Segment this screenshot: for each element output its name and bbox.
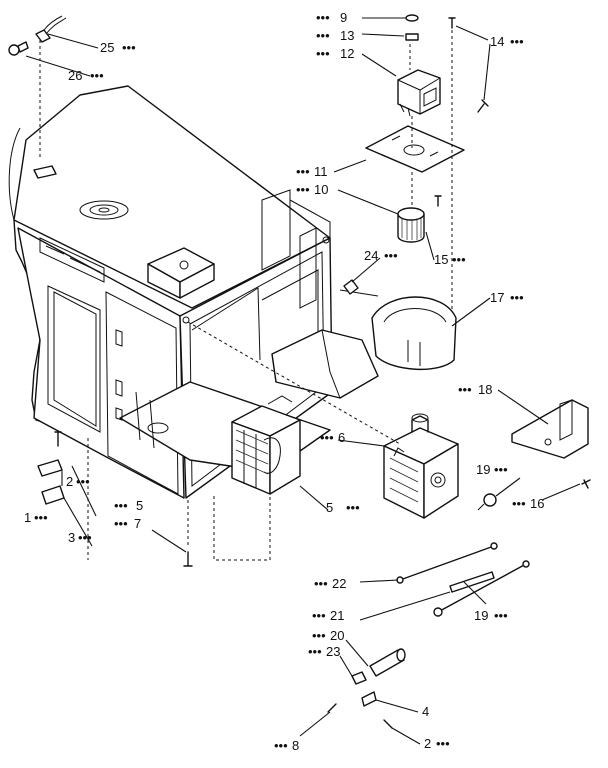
callout-25: 25 [100, 40, 114, 55]
callout-4: 4 [422, 704, 429, 719]
callout-22: 19 [476, 462, 490, 477]
svg-text:•••: ••• [308, 644, 322, 659]
callout-21: 18 [478, 382, 492, 397]
washer-and-nut [405, 14, 419, 41]
mounting-screws [434, 17, 489, 207]
svg-text:•••: ••• [512, 496, 526, 511]
callout-18: 14 [490, 34, 504, 49]
callout-19-top: 15 [434, 252, 448, 267]
motor-bracket [365, 125, 465, 173]
callout-13: 9 [340, 10, 347, 25]
callout-3: 3 [68, 530, 75, 545]
svg-text:•••: ••• [346, 500, 360, 515]
mounting-bracket [511, 399, 589, 459]
svg-text:•••: ••• [452, 252, 466, 267]
svg-text:•••: ••• [312, 608, 326, 623]
callout-labels: 9 13 12 14 25 26 11 10 15 24 17 18 6 19 … [24, 10, 544, 753]
svg-text:•••: ••• [34, 510, 48, 525]
svg-text:•••: ••• [384, 248, 398, 263]
callout-6: 23 [326, 644, 340, 659]
callout-26: 26 [68, 68, 82, 83]
callout-19-right: 16 [530, 496, 544, 511]
svg-text:•••: ••• [90, 68, 104, 83]
callout-23: 19 [474, 608, 488, 623]
svg-text:•••: ••• [76, 474, 90, 489]
capacitor-assembly [327, 648, 406, 729]
svg-text:•••: ••• [78, 530, 92, 545]
svg-text:•••: ••• [274, 738, 288, 753]
svg-text:•••: ••• [122, 40, 136, 55]
screw-right [581, 479, 591, 489]
thermal-cutout [37, 431, 65, 505]
callout-11: 5 [136, 498, 143, 513]
magnetron [383, 413, 459, 519]
callout-20: 17 [490, 290, 504, 305]
callout-5-left: 7 [134, 516, 141, 531]
callout-7: 20 [330, 628, 344, 643]
thermistor [477, 493, 497, 511]
callout-10: 5 [326, 500, 333, 515]
svg-text:•••: ••• [114, 516, 128, 531]
svg-text:•••: ••• [316, 28, 330, 43]
svg-text:•••: ••• [458, 382, 472, 397]
callout-dots: ••• ••• ••• ••• ••• ••• ••• ••• ••• ••• … [34, 10, 526, 753]
svg-text:•••: ••• [494, 608, 508, 623]
svg-text:•••: ••• [494, 462, 508, 477]
svg-text:•••: ••• [296, 182, 310, 197]
air-duct [271, 289, 457, 399]
svg-text:•••: ••• [316, 46, 330, 61]
screw-bottom [183, 500, 193, 567]
cabinet-housing [8, 85, 333, 499]
transformer [231, 395, 301, 495]
svg-text:•••: ••• [312, 628, 326, 643]
fan-blade [397, 207, 425, 243]
svg-text:•••: ••• [436, 736, 450, 751]
svg-text:•••: ••• [510, 290, 524, 305]
wire-harnesses [396, 542, 530, 617]
svg-text:•••: ••• [510, 34, 524, 49]
callout-14: 10 [314, 182, 328, 197]
callout-1: 1 [24, 510, 31, 525]
callout-12: 6 [338, 430, 345, 445]
svg-text:•••: ••• [114, 498, 128, 513]
callout-2-bottom: 2 [424, 736, 431, 751]
svg-text:•••: ••• [314, 576, 328, 591]
callout-5-bottom: 8 [292, 738, 299, 753]
callout-17: 13 [340, 28, 354, 43]
svg-text:•••: ••• [320, 430, 334, 445]
callout-9: 22 [332, 576, 346, 591]
callout-2-left: 2 [66, 474, 73, 489]
callout-15: 11 [314, 164, 328, 179]
callout-24: 24 [364, 248, 378, 263]
fan-motor [397, 69, 441, 117]
callout-16: 12 [340, 46, 354, 61]
callout-8: 21 [330, 608, 344, 623]
svg-text:•••: ••• [316, 10, 330, 25]
leader-lines [25, 17, 581, 745]
wire-clip [343, 279, 359, 295]
svg-text:•••: ••• [296, 164, 310, 179]
